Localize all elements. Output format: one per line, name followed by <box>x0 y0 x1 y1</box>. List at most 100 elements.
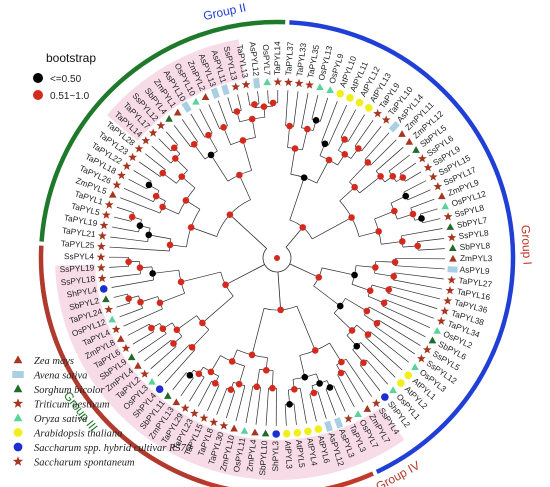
branch <box>381 241 403 245</box>
species-marker-sbpyl2 <box>102 295 110 303</box>
branch <box>311 94 319 120</box>
species-marker-atpyl11 <box>346 94 354 102</box>
branch <box>176 315 197 331</box>
species-marker-zmpyl5 <box>108 190 117 198</box>
bootstrap-high-node <box>269 384 276 392</box>
bootstrap-high-node <box>351 183 358 191</box>
bootstrap-low-node <box>316 380 323 387</box>
species-marker-sspyl19 <box>96 263 106 272</box>
branch <box>374 210 395 220</box>
bootstrap-high-node <box>136 264 144 272</box>
branch <box>293 403 297 425</box>
branch <box>267 90 269 104</box>
species-marker-ospyl11 <box>240 426 249 434</box>
branch <box>109 246 170 252</box>
species-marker-tapyl10 <box>381 115 391 124</box>
bootstrap-high-node <box>152 192 160 200</box>
branch <box>197 381 212 407</box>
branch <box>229 214 267 249</box>
species-marker-zmpyl4 <box>251 428 259 436</box>
species-marker-aspyl3 <box>334 417 344 429</box>
bootstrap-high-node <box>375 228 382 235</box>
branch <box>296 305 316 351</box>
bootstrap-high-node <box>337 369 345 377</box>
branch <box>181 119 198 143</box>
leaf-label: ZmPYL4 <box>244 438 258 472</box>
species-marker-tapyl1 <box>104 200 114 209</box>
species-marker-ospyl10 <box>192 97 200 105</box>
branch <box>202 295 234 324</box>
bootstrap-high-node <box>391 258 399 266</box>
bootstrap-high-label: 0.51~1.0 <box>50 91 90 102</box>
group-i-highlight <box>55 264 405 480</box>
species-marker-tapyl17 <box>148 128 158 137</box>
species-marker-zmpyl10 <box>230 424 238 432</box>
species-marker-sspyl8 <box>447 233 457 242</box>
branch <box>347 114 365 142</box>
species-marker-zmpyl8 <box>116 335 125 342</box>
branch <box>120 197 161 214</box>
species-marker-zmpyl3 <box>449 254 457 262</box>
species-marker-tapyl13 <box>241 80 251 89</box>
branch <box>405 171 422 182</box>
branch <box>364 132 390 160</box>
species-marker-aspyl13 <box>210 87 220 99</box>
species-marker-zmpyl1 <box>173 108 182 116</box>
bootstrap-high-node <box>315 274 323 281</box>
bootstrap-high-node <box>222 281 229 289</box>
leaf-label: SbPYL8 <box>459 240 490 252</box>
branch <box>289 177 305 221</box>
species-marker-zmpyl12 <box>405 137 414 145</box>
branch <box>299 355 306 378</box>
bootstrap-high-node <box>341 136 348 143</box>
bootstrap-high-node <box>286 122 293 130</box>
branch <box>109 265 129 268</box>
branch <box>410 198 435 209</box>
branch <box>293 91 299 127</box>
branch <box>382 305 431 328</box>
bootstrap-low-node <box>145 231 153 239</box>
bootstrap-legend-title: bootstrap <box>46 51 96 65</box>
legend-marker-7 <box>12 456 24 466</box>
species-marker-sspyl9 <box>423 163 433 172</box>
legend-species-label: Triticum aestivum <box>34 400 110 411</box>
species-marker-zmpyl2 <box>201 93 210 100</box>
branch <box>407 189 431 201</box>
branch <box>110 236 148 243</box>
bootstrap-high-node <box>236 171 243 179</box>
species-marker-tapyl16 <box>445 285 455 295</box>
species-marker-tapyl2 <box>140 369 150 378</box>
bootstrap-high-node <box>205 131 212 139</box>
branch <box>361 126 382 152</box>
species-marker-tapyl21 <box>98 231 107 240</box>
species-marker-sbpyl5 <box>412 146 420 153</box>
species-marker-sbpyl10 <box>261 429 270 437</box>
species-marker-sbpyl8 <box>448 244 457 251</box>
bootstrap-high-node <box>348 327 356 334</box>
legend-marker-6 <box>13 442 23 452</box>
leaf-label: AsPYL9 <box>459 264 490 276</box>
legend-marker-3 <box>12 398 24 408</box>
species-marker-tapyl33 <box>294 78 304 88</box>
branch <box>344 370 364 403</box>
species-marker-sbpyl7 <box>446 223 455 230</box>
branch <box>110 273 141 278</box>
species-marker-tapyl19 <box>99 220 109 230</box>
bootstrap-high-node <box>188 344 196 351</box>
species-marker-tapyl30 <box>219 421 229 430</box>
bootstrap-high-node <box>172 155 179 162</box>
branch <box>165 131 178 145</box>
branch <box>317 391 327 419</box>
branch <box>368 306 426 338</box>
bootstrap-low-node <box>149 270 156 277</box>
leaf-label: ZmPYL3 <box>460 253 493 263</box>
branch <box>417 248 445 251</box>
species-marker-sspyl4 <box>371 398 381 408</box>
bootstrap-low-node <box>326 384 334 391</box>
bootstrap-high-node <box>156 299 164 307</box>
bootstrap-low-node <box>286 400 293 408</box>
bootstrap-high-node <box>299 224 307 231</box>
species-marker-ospyl7 <box>354 410 362 418</box>
bootstrap-high-node <box>291 385 298 393</box>
species-marker-atpyl5 <box>293 429 302 437</box>
